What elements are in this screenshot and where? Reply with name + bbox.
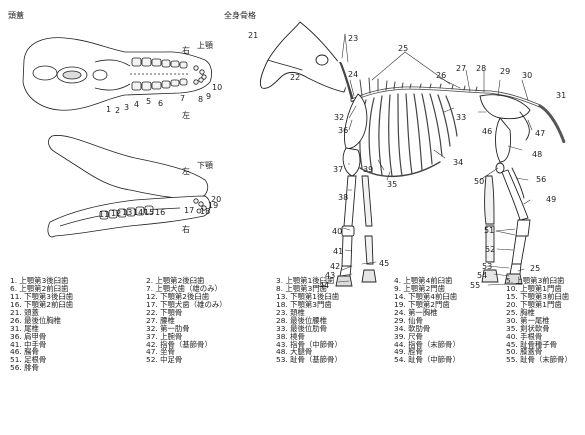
skeleton-number: 50 <box>474 178 484 186</box>
skeleton-number: 42 <box>330 263 340 271</box>
scapula <box>345 94 367 148</box>
skeleton-number: 33 <box>456 114 466 122</box>
skeleton-number: 39 <box>363 166 373 174</box>
skeleton-number: 45 <box>379 260 389 268</box>
skull-number: 5 <box>146 98 151 106</box>
jaw-number: 16 <box>155 209 165 217</box>
skeleton-number: 41 <box>333 248 343 256</box>
legend-item: 53. 趾骨（基節骨） <box>276 356 342 364</box>
label-left-upper: 左 <box>182 110 190 121</box>
legend-row: 56. 腓骨 <box>10 364 585 372</box>
skull-number: 1 <box>106 106 111 114</box>
horse-skeleton-drawing <box>260 22 564 286</box>
skeleton-number: 48 <box>532 151 542 159</box>
legend-item: 55. 趾骨（末節骨） <box>506 356 572 364</box>
carpus <box>342 226 354 236</box>
skull-number: 6 <box>158 100 163 108</box>
skeleton-number: 53 <box>482 263 492 271</box>
skeleton-number: 28 <box>476 65 486 73</box>
mandible-drawing <box>48 135 210 236</box>
skull-number: 8 <box>198 96 203 104</box>
skeleton-skull <box>260 22 346 92</box>
skeleton-number: 46 <box>482 128 492 136</box>
skull-number: 9 <box>206 93 211 101</box>
skeleton-number: 52 <box>485 246 495 254</box>
skeleton-number: 36 <box>338 127 348 135</box>
skeleton-number: 30 <box>522 72 532 80</box>
skeleton-number: 31 <box>556 92 566 100</box>
skeleton-heading: 全身骨格 <box>224 10 256 21</box>
jaw-number: 17 <box>184 207 194 215</box>
legend-item: 56. 腓骨 <box>10 364 39 372</box>
legend-item: 52. 中足骨 <box>146 356 182 364</box>
jaw-number: 13 <box>122 209 132 217</box>
label-upper-jaw: 上顎 <box>197 40 213 51</box>
skeleton-number: 22 <box>290 74 300 82</box>
skull-heading: 頭蓋 <box>8 10 24 21</box>
skull-number: 10 <box>212 84 222 92</box>
skeleton-number: 38 <box>338 194 348 202</box>
jaw-number: 20 <box>211 196 221 204</box>
label-right-lower: 右 <box>182 224 190 235</box>
skeleton-number: 49 <box>546 196 556 204</box>
skeleton-number: 21 <box>248 32 258 40</box>
humerus <box>343 148 360 176</box>
jaw-number: 12 <box>111 210 121 218</box>
metatarsus <box>512 236 526 264</box>
skeleton-number: 32 <box>334 114 344 122</box>
label-lower-jaw: 下顎 <box>197 160 213 171</box>
legend-item: 54. 趾骨（中節骨） <box>394 356 460 364</box>
skeleton-number: 25 <box>530 265 540 273</box>
skeleton-number: 23 <box>348 35 358 43</box>
label-left-lower: 左 <box>182 166 190 177</box>
legend: 1. 上顎第3後臼歯2. 上顎第2後臼歯3. 上顎第1後臼歯4. 上顎第4前臼歯… <box>10 277 585 372</box>
skeleton-number: 37 <box>333 166 343 174</box>
jaw-number: 14 <box>133 209 143 217</box>
skull-number: 7 <box>180 95 185 103</box>
legend-row: 51. 足根骨52. 中足骨53. 趾骨（基節骨）54. 趾骨（中節骨）55. … <box>10 356 585 364</box>
skull-number: 4 <box>134 101 139 109</box>
skull-number: 3 <box>124 104 129 112</box>
skeleton-number: 40 <box>332 228 342 236</box>
jaw-number: 11 <box>99 211 109 219</box>
skull-number: 2 <box>115 107 120 115</box>
jaw-number: 15 <box>144 209 154 217</box>
skeleton-number: 24 <box>348 71 358 79</box>
skeleton-number: 47 <box>535 130 545 138</box>
skeleton-number: 27 <box>456 65 466 73</box>
skeleton-number: 26 <box>436 72 446 80</box>
skeleton-number: 51 <box>484 227 494 235</box>
skeleton-number: 35 <box>387 181 397 189</box>
femur <box>496 118 511 162</box>
skeleton-number: 29 <box>500 68 510 76</box>
skeleton-number: 56 <box>536 176 546 184</box>
tibia <box>502 170 528 220</box>
tarsus <box>516 220 530 236</box>
skeleton-number: 34 <box>453 159 463 167</box>
skeleton-number: 25 <box>398 45 408 53</box>
label-right-upper: 右 <box>182 45 190 56</box>
rib-cage <box>360 94 457 176</box>
